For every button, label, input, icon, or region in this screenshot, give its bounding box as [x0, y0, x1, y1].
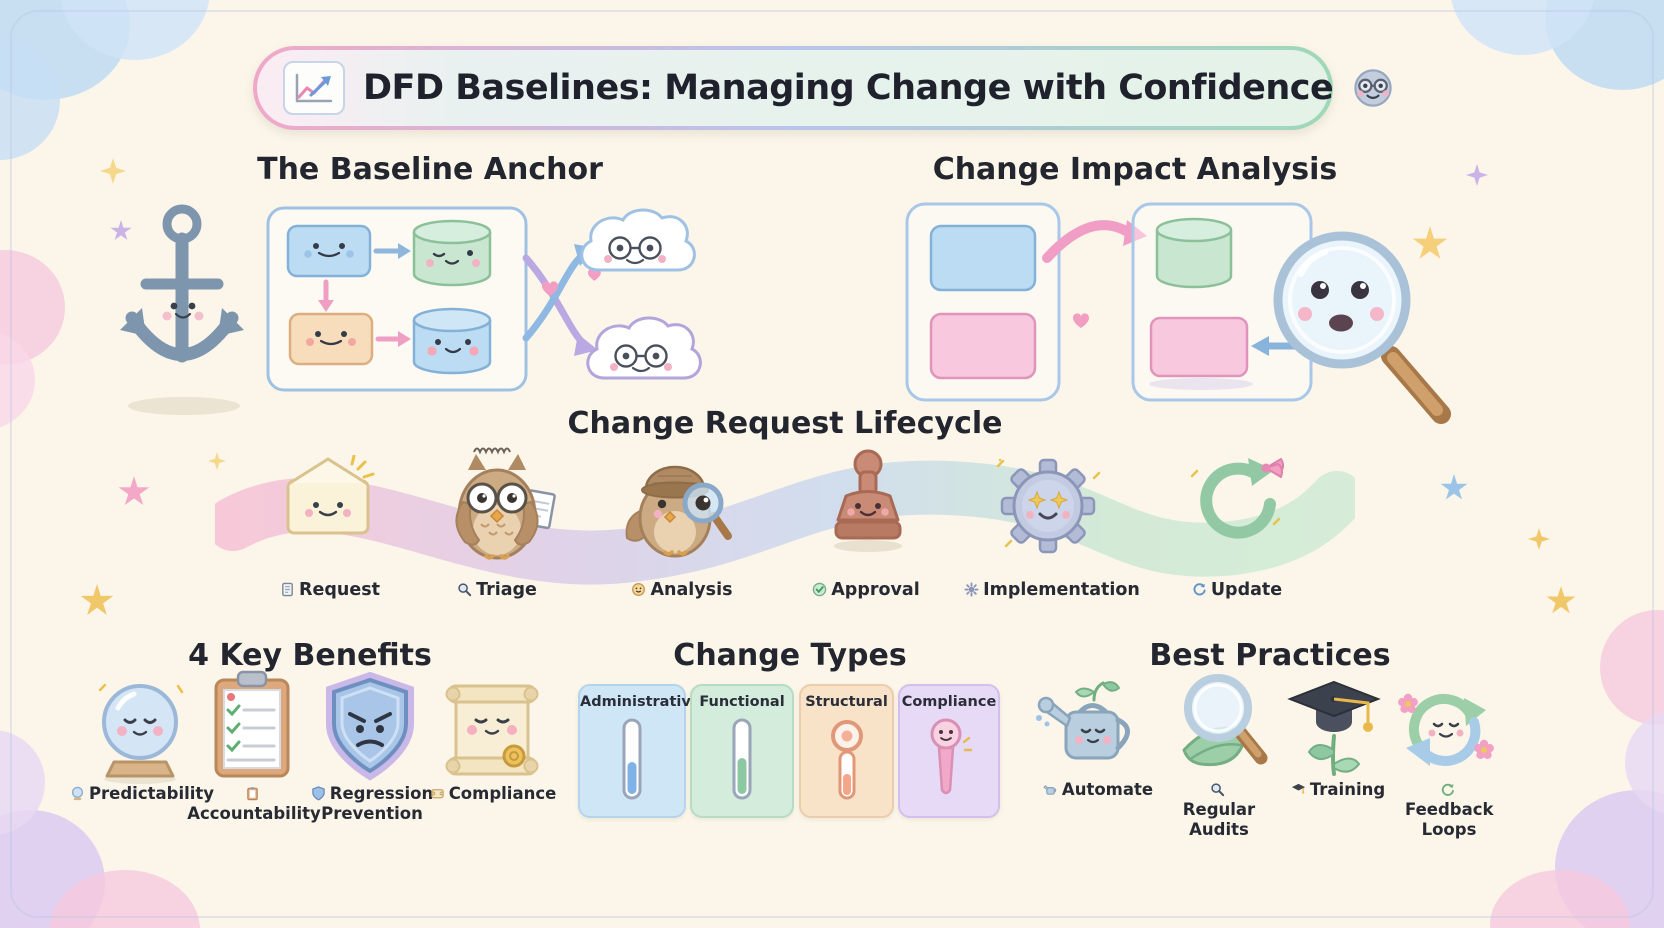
cloud-variant-icon [580, 208, 696, 272]
envelope-icon [286, 455, 375, 535]
lifecycle-step-label-triage: Triage [412, 580, 582, 601]
bow-icon [1261, 458, 1285, 478]
flower-icon [1398, 693, 1418, 713]
lifecycle-step-label-approval: Approval [781, 580, 951, 601]
benefit-label-regression-prevention: Regression Prevention [307, 784, 437, 824]
page-title: DFD Baselines: Managing Change with Conf… [363, 68, 1334, 108]
lifecycle-step-label-implementation: Implementation [957, 580, 1147, 601]
change-type-card-administrative: Administrative [578, 684, 701, 818]
impact-analysis-heading: Change Impact Analysis [932, 152, 1338, 187]
change-type-label: Administrative [580, 694, 701, 710]
baseline-diagram-box [266, 206, 528, 392]
lifecycle-step-label-analysis: Analysis [597, 580, 767, 601]
moon-face-icon [1354, 69, 1392, 107]
best-practices-heading: Best Practices [1149, 638, 1391, 673]
magnifier-icon [458, 583, 472, 597]
graduation-cap-icon [1291, 783, 1305, 794]
thermometer-icon [732, 718, 752, 800]
before-panel [905, 202, 1061, 402]
anchor-icon [120, 204, 244, 363]
star-icon [1466, 164, 1488, 186]
pin-face-icon [930, 718, 972, 795]
lifecycle-step-label-update: Update [1152, 580, 1322, 601]
magnifier-thermometer-icon [830, 720, 863, 800]
benefit-label-accountability: Accountability [179, 784, 329, 824]
best-practice-label-training: Training [1263, 780, 1413, 800]
watering-can-icon [1036, 681, 1130, 760]
clipboard-icon [214, 670, 290, 778]
change-type-card-functional: Functional [690, 684, 794, 818]
smiley-icon [632, 583, 646, 596]
impact-arrow [1042, 220, 1136, 263]
audit-magnifier-icon [1182, 674, 1268, 767]
star-icon [100, 158, 126, 184]
cloud-decoration [1600, 610, 1664, 725]
best-practice-label-feedback-loops: Feedback Loops [1405, 780, 1494, 839]
best-practice-label-regular-audits: Regular Audits [1175, 780, 1263, 839]
star-icon [1440, 474, 1468, 500]
star-icon [80, 584, 114, 615]
star-icon [118, 476, 150, 506]
thermometer-icon [622, 718, 642, 800]
title-banner: DFD Baselines: Managing Change with Conf… [253, 46, 1392, 130]
detective-bird-icon [625, 465, 732, 558]
after-panel [1131, 202, 1313, 402]
check-icon [813, 582, 827, 597]
star-icon [1528, 528, 1550, 550]
heart-icon [1073, 313, 1089, 328]
change-type-label: Functional [699, 694, 785, 710]
feedback-loop-icon [1441, 783, 1454, 796]
heart-icon [588, 269, 601, 281]
crystal-ball-icon [98, 683, 184, 784]
change-type-card-structural: Structural [799, 684, 894, 818]
refresh-icon [1193, 583, 1206, 596]
change-type-label: Compliance [901, 694, 997, 710]
impact-analysis-illustration [905, 202, 1451, 424]
feedback-loops-icon [1398, 693, 1494, 766]
baseline-anchor-illustration [120, 204, 702, 415]
heart-icon [542, 281, 558, 296]
scroll-icon [430, 789, 444, 799]
benefit-label-predictability: Predictability [67, 784, 217, 804]
gear-icon [996, 458, 1101, 554]
shield-icon [312, 786, 325, 801]
update-cycle-icon [1190, 458, 1285, 539]
crystal-ball-icon [71, 786, 84, 801]
change-types-heading: Change Types [673, 638, 907, 673]
lifecycle-heading: Change Request Lifecycle [567, 406, 1003, 441]
scroll-icon [445, 684, 539, 776]
graduation-cap-icon [1287, 680, 1381, 776]
best-practice-label-automate: Automate [1023, 780, 1173, 800]
magnifier-character-icon [1273, 231, 1451, 424]
shield-icon [326, 672, 414, 781]
lifecycle-step-label-request: Request [245, 580, 415, 601]
gear-icon [964, 582, 979, 597]
watering-can-icon [1043, 785, 1057, 795]
stamp-icon [834, 449, 902, 552]
chart-up-icon [283, 61, 345, 115]
document-icon [282, 582, 293, 597]
benefits-heading: 4 Key Benefits [188, 638, 432, 673]
change-type-card-compliance: Compliance [898, 684, 1000, 818]
flower-icon [1474, 739, 1494, 759]
clipboard-icon [246, 786, 258, 801]
star-icon [1546, 586, 1576, 614]
cloud-variant-icon [586, 316, 702, 380]
change-type-label: Structural [805, 694, 888, 710]
benefit-label-compliance: Compliance [418, 784, 568, 804]
baseline-anchor-heading: The Baseline Anchor [257, 152, 603, 187]
magnifier-icon [1210, 783, 1224, 797]
owl-icon [455, 447, 556, 560]
